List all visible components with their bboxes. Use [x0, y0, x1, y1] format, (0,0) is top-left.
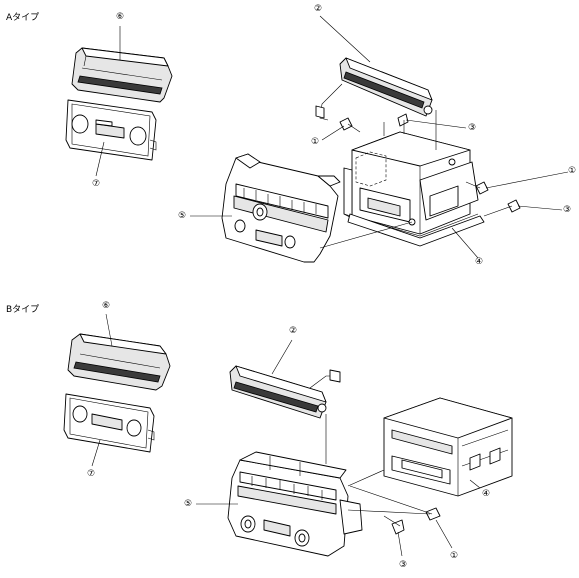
part-7-panel-a — [65, 99, 157, 161]
screws-a — [339, 113, 521, 217]
callout-4: ④ — [482, 489, 490, 499]
leaders-b — [91, 313, 481, 557]
part-5-control-panel-a — [221, 153, 341, 263]
part-4-deck-b — [383, 397, 513, 497]
callouts-a: ⑥ ⑦ ② ① ③ ① ③ ④ ⑤ — [92, 4, 576, 267]
callout-2: ② — [289, 326, 297, 336]
callout-7: ⑦ — [92, 179, 100, 189]
callout-6: ⑥ — [102, 301, 110, 311]
leaders-a — [95, 15, 569, 259]
callout-1: ① — [568, 166, 576, 176]
section-b-title: Bタイプ — [6, 304, 39, 315]
part-2-display-b — [229, 365, 341, 419]
callout-3: ③ — [563, 205, 571, 215]
part-2-display-a — [315, 57, 433, 121]
part-5-control-panel-b — [227, 451, 363, 557]
section-a: Aタイプ — [6, 4, 576, 267]
callout-5: ⑤ — [178, 211, 186, 221]
section-b: Bタイプ — [6, 301, 513, 570]
screws-b — [349, 485, 441, 535]
callout-4: ④ — [475, 257, 483, 267]
callout-5: ⑤ — [184, 499, 192, 509]
callout-3: ③ — [399, 560, 407, 570]
callout-6: ⑥ — [116, 12, 124, 22]
callout-1: ① — [450, 551, 458, 561]
callouts-b: ⑥ ⑦ ② ④ ⑤ ③ ① — [87, 301, 490, 570]
part-6-bezel-b — [67, 333, 171, 391]
part-6-bezel-a — [71, 47, 173, 103]
part-4-deck-a — [343, 110, 485, 247]
callout-1: ① — [311, 137, 319, 147]
callout-3: ③ — [468, 123, 476, 133]
callout-2: ② — [314, 4, 322, 14]
section-a-title: Aタイプ — [6, 12, 39, 23]
callout-7: ⑦ — [87, 469, 95, 479]
part-7-panel-b — [63, 393, 155, 453]
